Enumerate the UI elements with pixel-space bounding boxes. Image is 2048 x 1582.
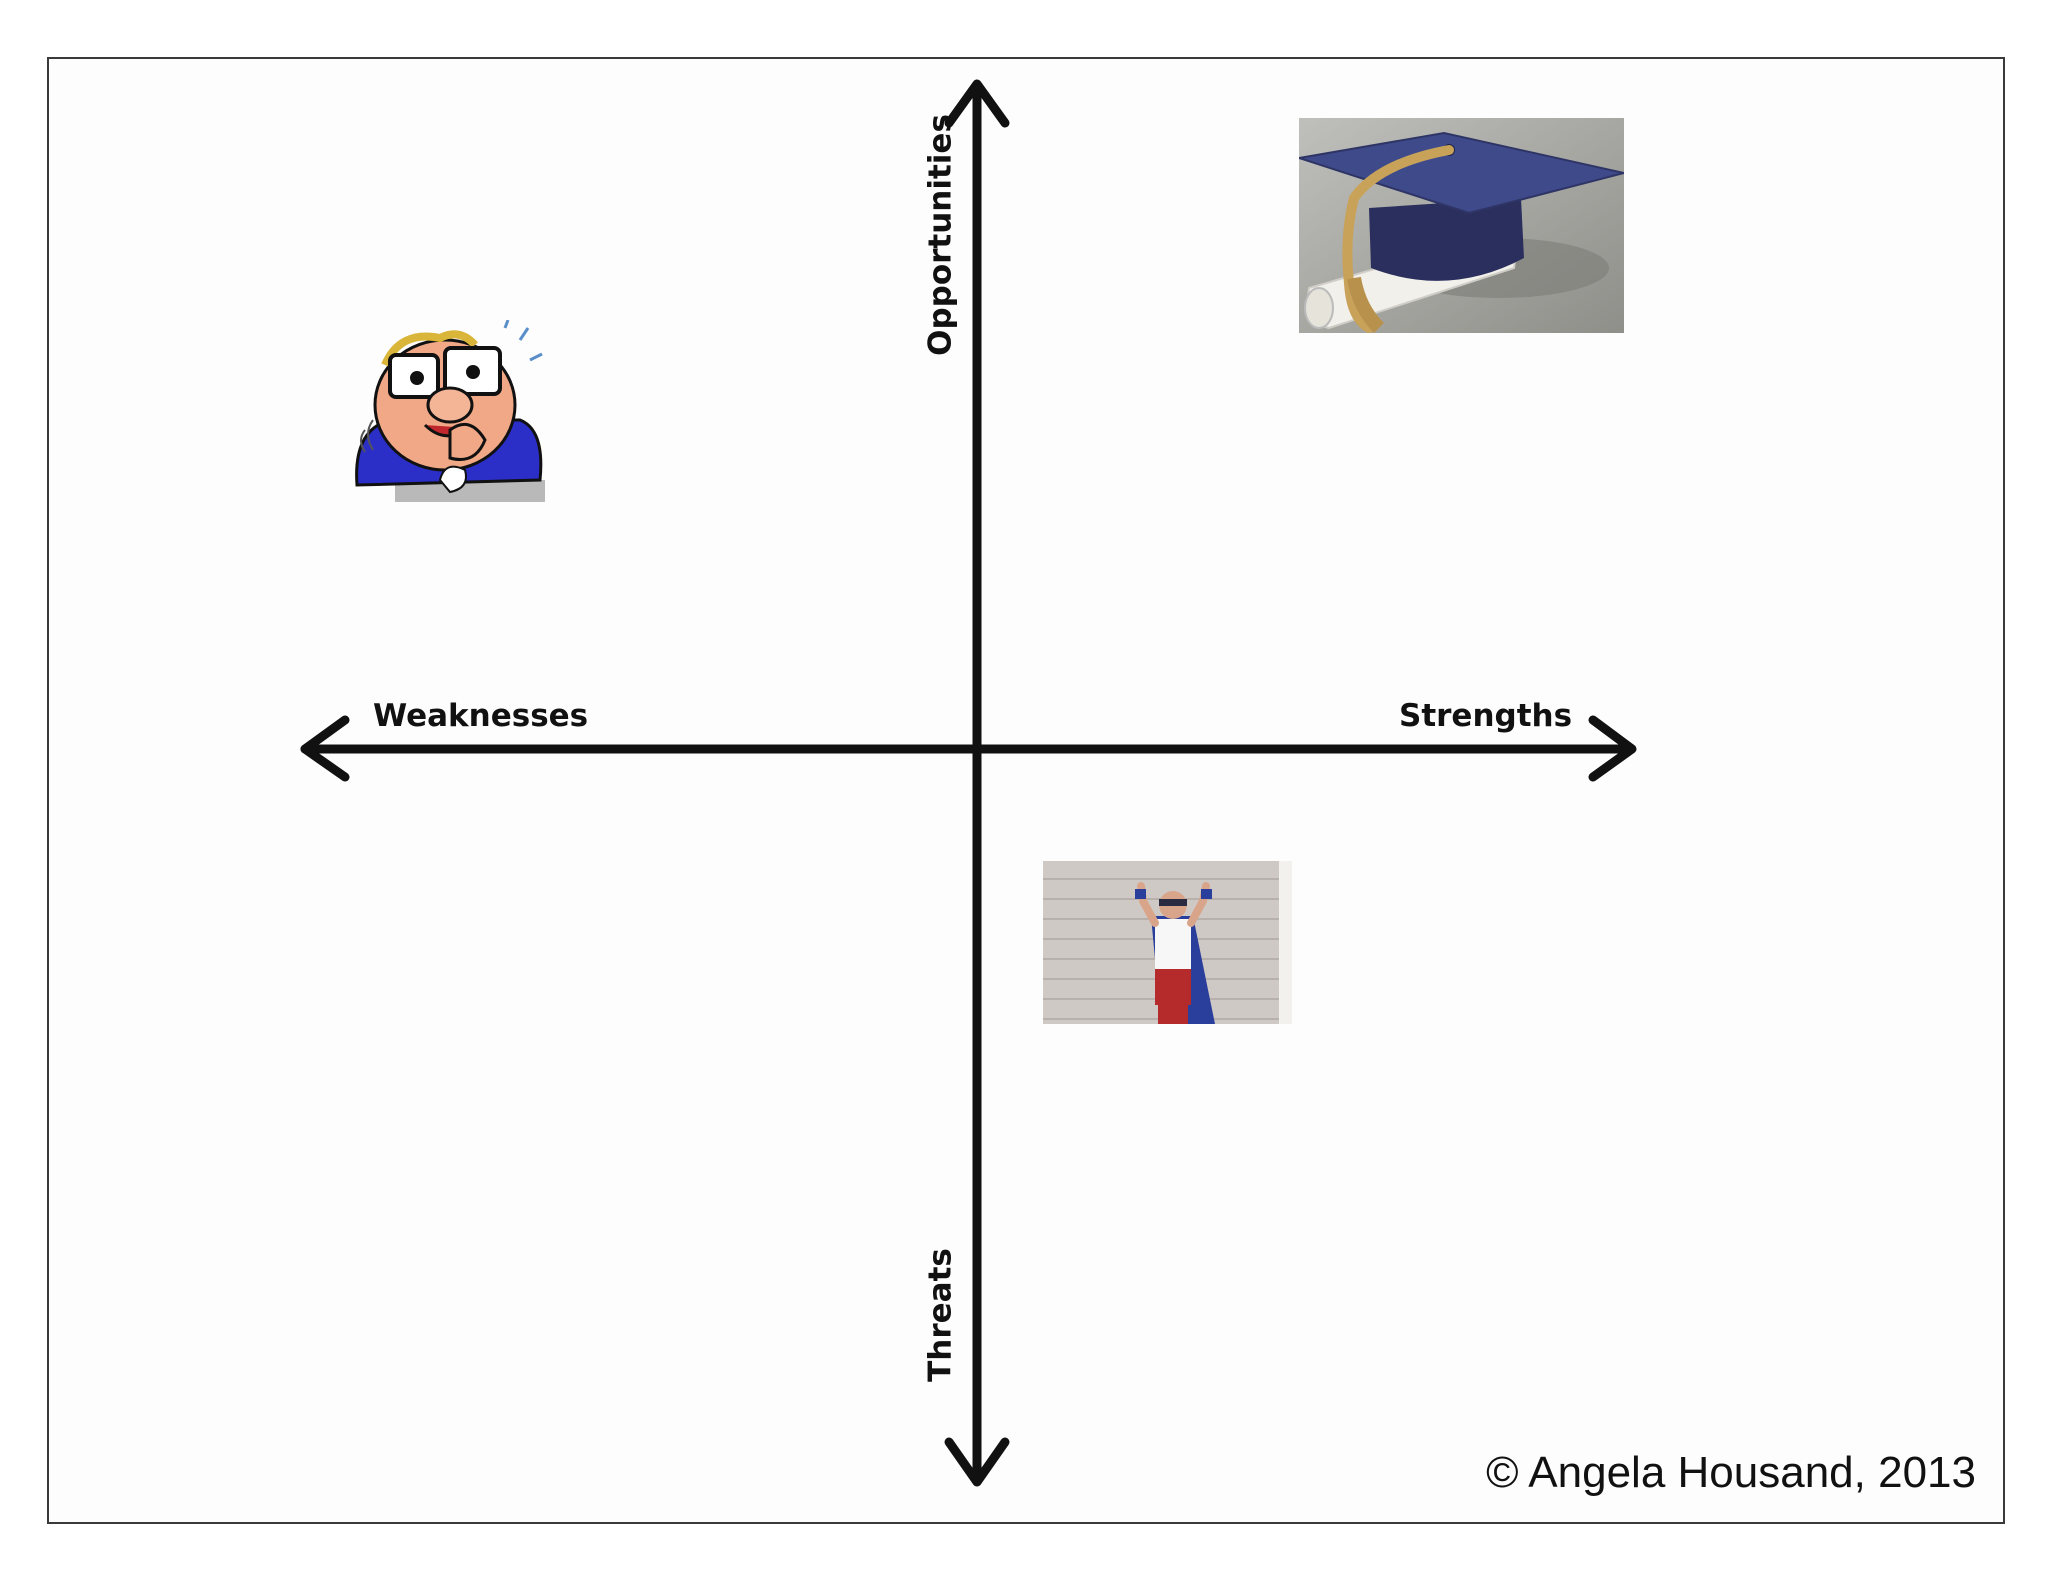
arrow-left-icon: [300, 715, 350, 782]
weaknesses-label: Weaknesses: [373, 698, 589, 734]
slide-frame: [47, 57, 2005, 1524]
strengths-label: Strengths: [1399, 698, 1573, 734]
opportunities-label: Opportunities: [922, 114, 959, 356]
graduation-cap-photo: [1299, 118, 1624, 333]
copyright-text: © Angela Housand, 2013: [1486, 1448, 1976, 1497]
worried-cartoon-man-icon: [355, 320, 545, 502]
arrow-right-icon: [1588, 715, 1637, 782]
threats-label: Threats: [922, 1248, 959, 1382]
child-superhero-photo: [1043, 861, 1292, 1024]
arrow-down-icon: [944, 1437, 1010, 1487]
arrow-up-icon: [944, 79, 1010, 128]
